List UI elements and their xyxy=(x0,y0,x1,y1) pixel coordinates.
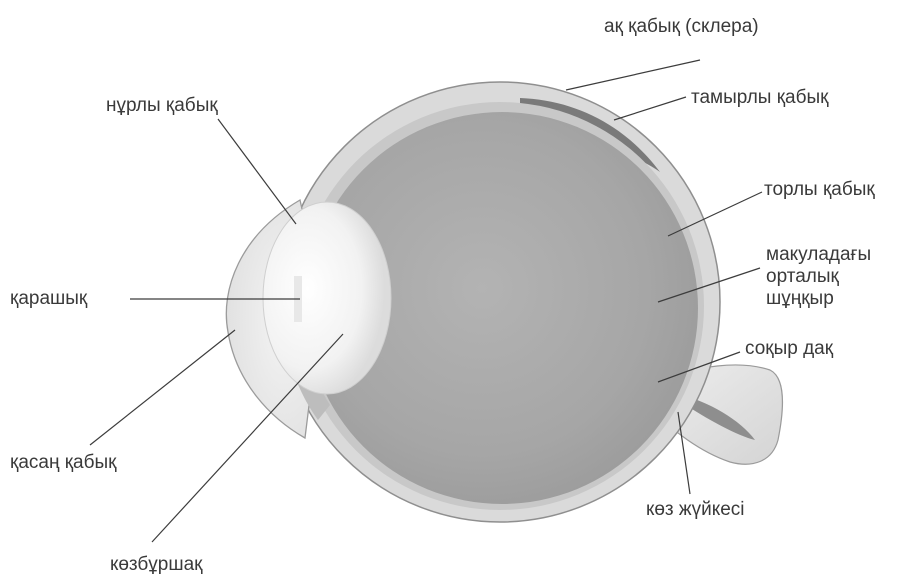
leader-iris xyxy=(218,119,296,224)
label-macula-line2: орталық xyxy=(766,266,871,288)
label-macula-line1: макуладағы xyxy=(766,244,871,266)
leader-sclera xyxy=(566,60,700,90)
label-retina: торлы қабық xyxy=(764,180,875,199)
label-iris: нұрлы қабық xyxy=(106,96,218,115)
label-cornea: қасаң қабық xyxy=(10,453,116,472)
label-macula: макуладағы орталық шұңқыр xyxy=(766,244,871,310)
label-lens: көзбұршақ xyxy=(110,555,202,574)
label-blind-spot: соқыр дақ xyxy=(745,339,833,358)
leader-choroid xyxy=(614,97,686,120)
leader-cornea xyxy=(90,330,235,445)
label-sclera: ақ қабық (склера) xyxy=(604,17,759,36)
label-choroid: тамырлы қабық xyxy=(691,88,828,107)
label-optic-nerve: көз жүйкесі xyxy=(646,500,745,519)
label-macula-line3: шұңқыр xyxy=(766,288,871,310)
lens-shape xyxy=(263,202,391,394)
label-pupil: қарашық xyxy=(10,289,87,308)
